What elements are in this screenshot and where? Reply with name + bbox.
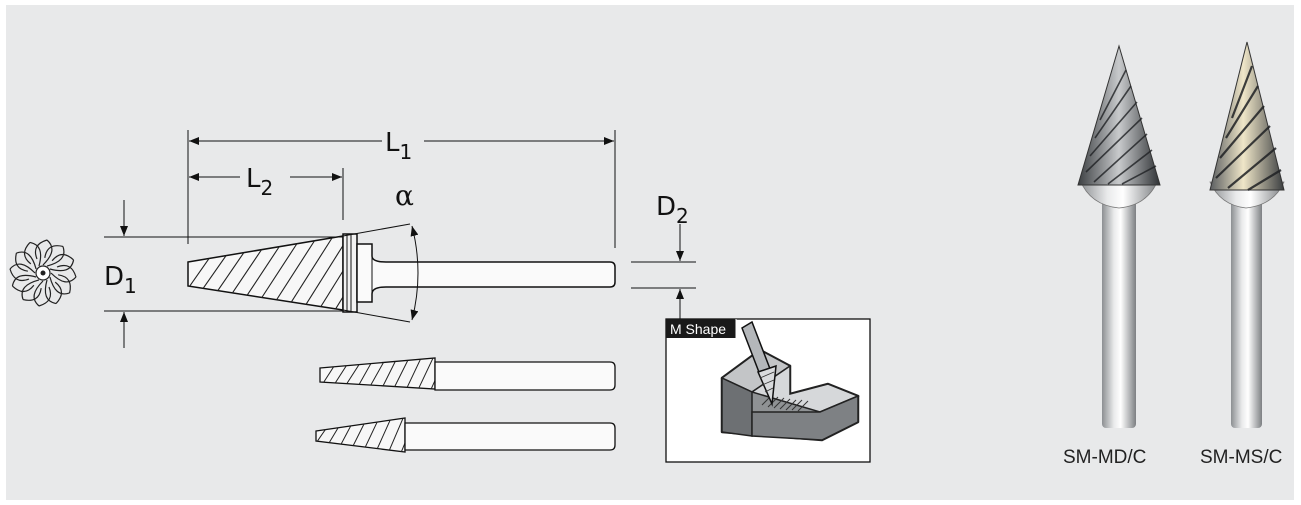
burr-variant-pointed	[315, 417, 616, 453]
svg-text:L1: L1	[385, 128, 412, 164]
product-image-sm-ms-c	[1209, 41, 1285, 428]
product-code-sm-md-c: SM-MD/C	[1063, 447, 1146, 468]
end-view-icon	[9, 239, 77, 307]
dimension-label-l2: L2	[246, 164, 273, 200]
inset-label: M Shape	[670, 321, 726, 337]
svg-text:D2: D2	[656, 192, 689, 228]
diagram-panel	[6, 5, 1294, 500]
burr-side-view	[187, 233, 616, 313]
product-code-sm-ms-c: SM-MS/C	[1200, 447, 1282, 468]
dimension-lines	[104, 130, 696, 348]
burr-variant-sharp	[319, 357, 616, 391]
dimension-label-d1: D1	[104, 262, 137, 298]
svg-text:L2: L2	[246, 164, 273, 200]
product-image-sm-md-c	[1077, 44, 1161, 428]
svg-text:D1: D1	[104, 262, 137, 298]
angle-label: α	[395, 179, 414, 212]
dimension-label-d2: D2	[656, 192, 689, 228]
application-inset: M Shape	[665, 318, 871, 463]
dimension-label-l1: L1	[385, 128, 412, 164]
